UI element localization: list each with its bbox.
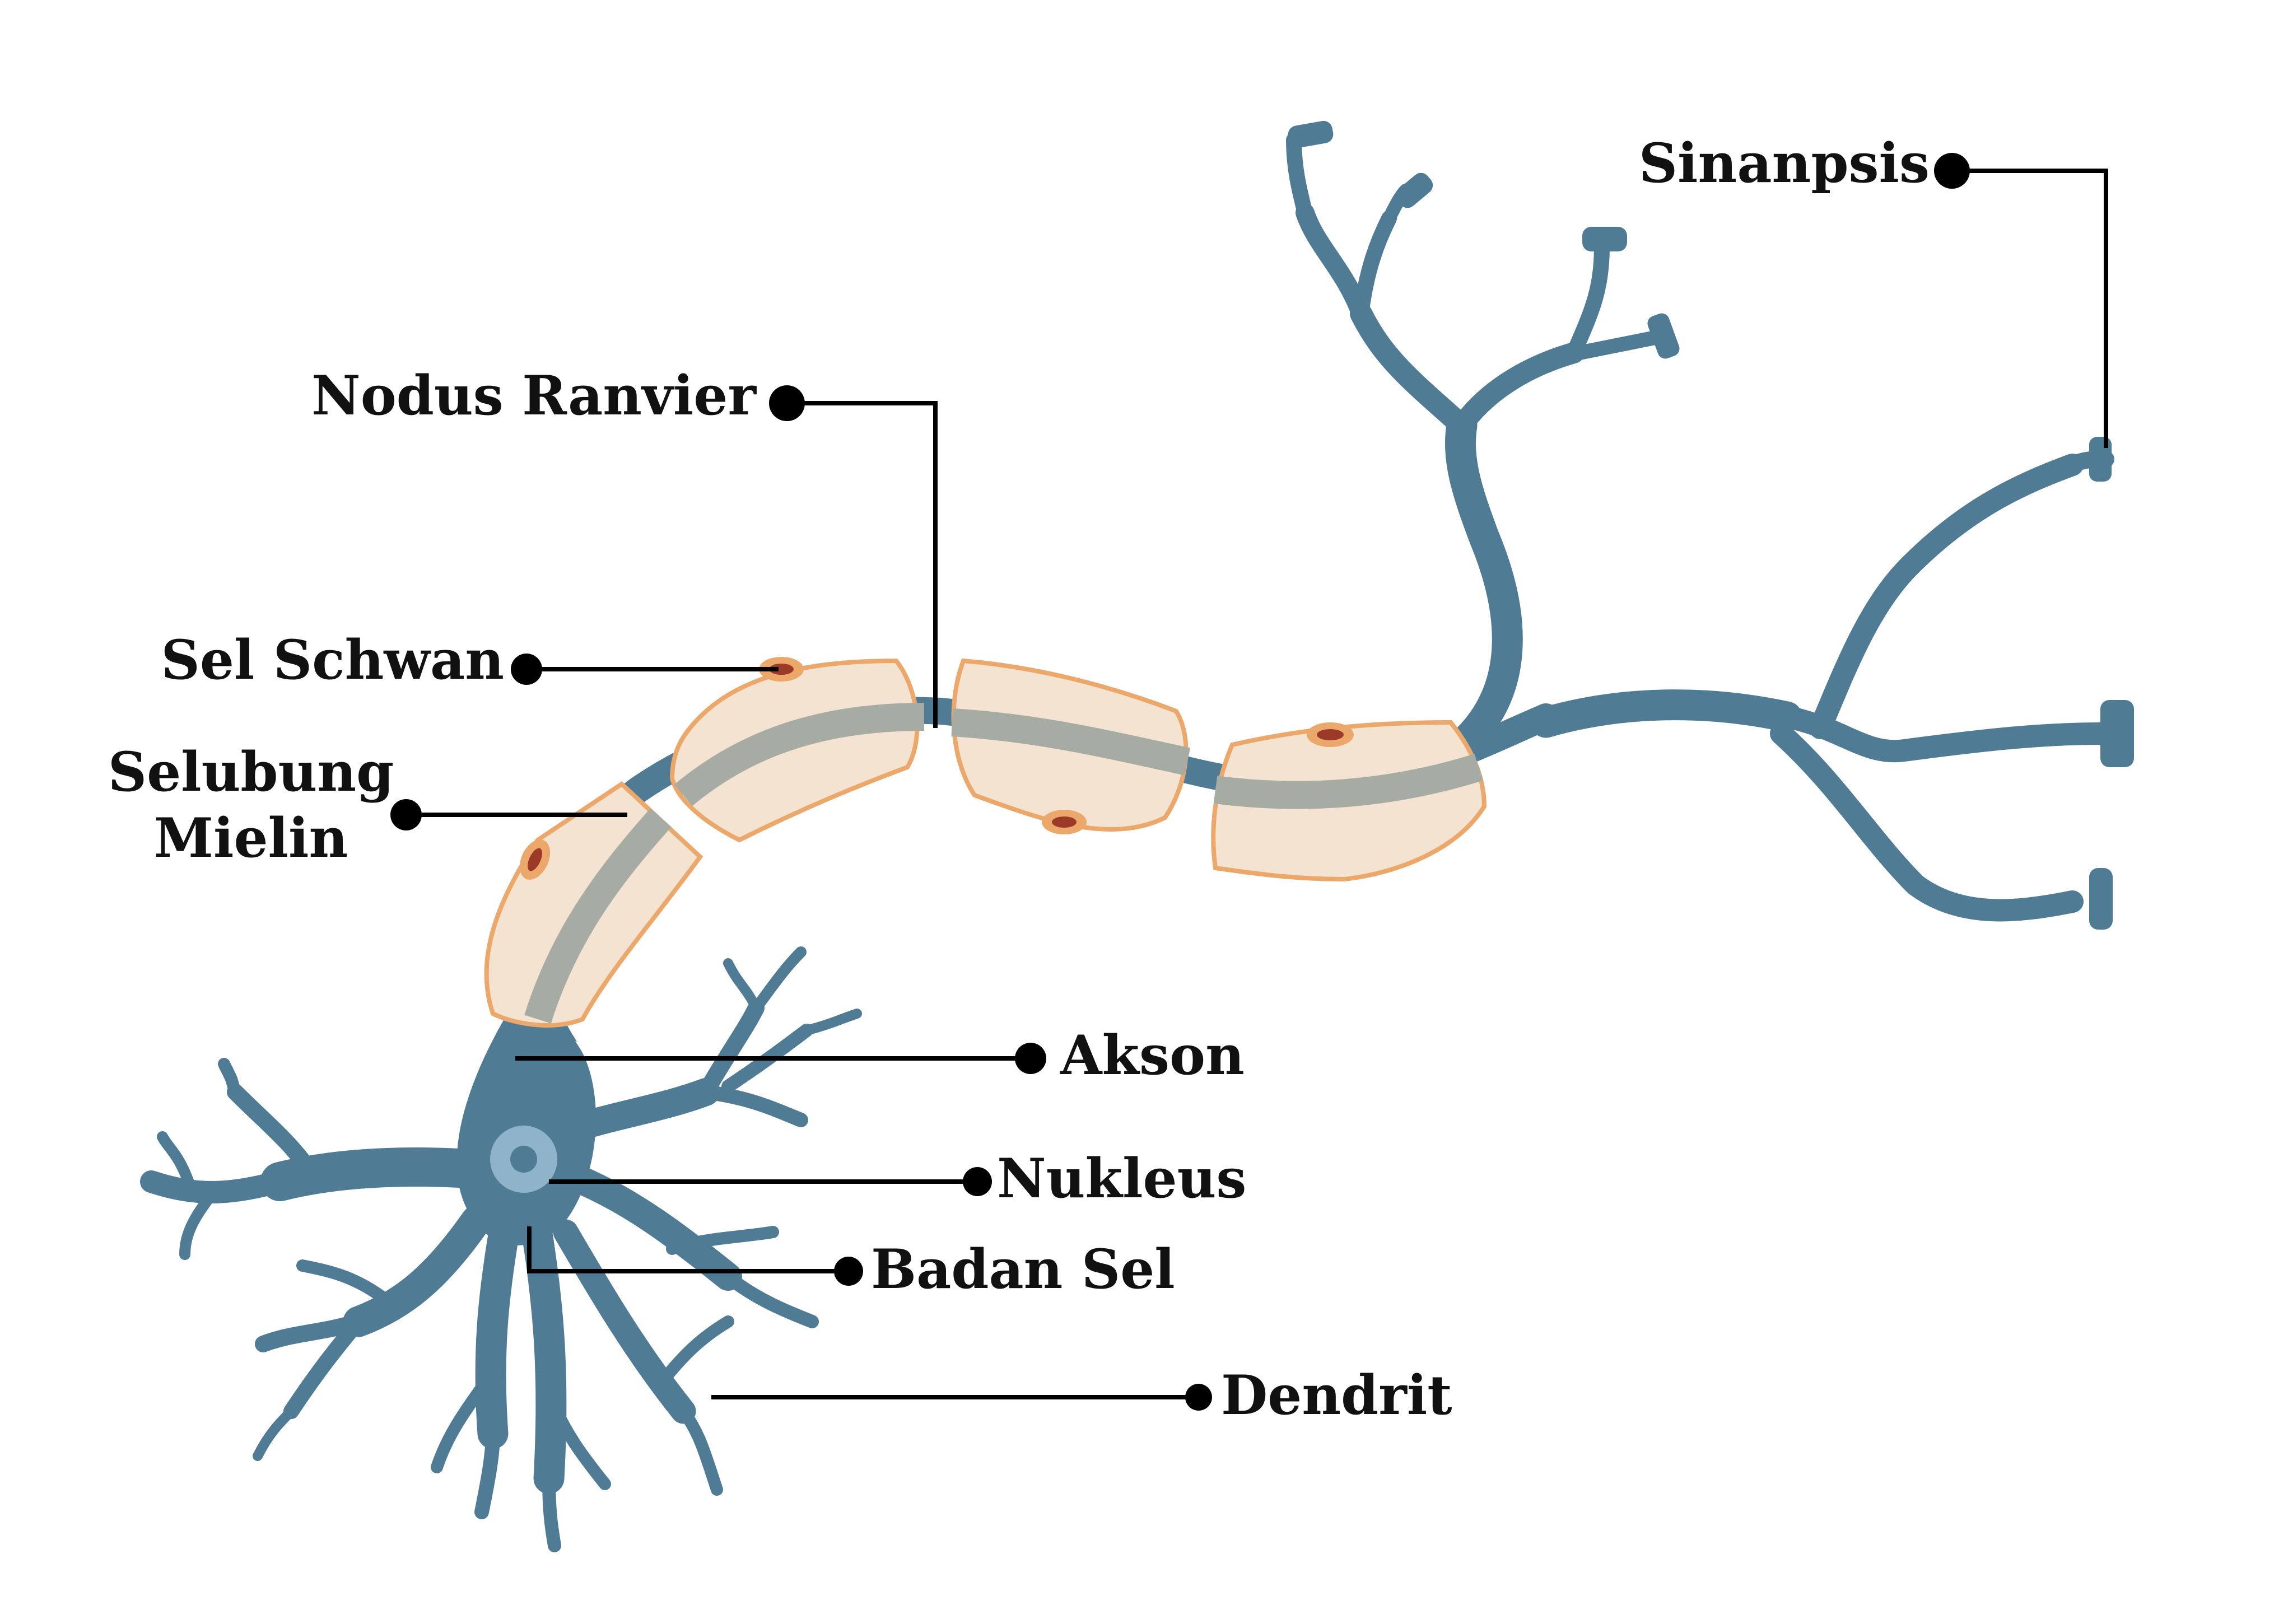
nodus-ranvier-leader (787, 401, 938, 728)
dendrit-dot (1185, 1384, 1212, 1411)
label-akson: Akson (1060, 1024, 1245, 1087)
badan-sel-dot (834, 1257, 863, 1286)
sinapsis-leader (1952, 169, 2108, 448)
nucleus (490, 1126, 557, 1193)
label-selubung-line1: Selubung (108, 740, 394, 804)
nodus-ranvier-dot (769, 385, 805, 421)
leader-lines (390, 153, 2108, 1411)
label-nukleus: Nukleus (997, 1147, 1246, 1210)
badan-sel-leader (527, 1226, 849, 1273)
label-badan-sel: Badan Sel (871, 1238, 1175, 1301)
label-dendrit: Dendrit (1221, 1364, 1452, 1427)
akson-dot (1015, 1043, 1046, 1074)
nukleus-dot (963, 1167, 992, 1196)
myelin-segment (1211, 720, 1487, 882)
axon-terminals (1286, 132, 2114, 922)
myelin-segment (951, 658, 1191, 834)
sel-schwan-dot (511, 654, 542, 685)
dendrites (140, 946, 862, 1552)
synaptic-knobs (1288, 120, 2134, 930)
label-selubung-line2: Mielin (154, 806, 348, 870)
selubung-mielin-dot (390, 799, 422, 830)
label-nodus-ranvier: Nodus Ranvier (311, 364, 757, 427)
sinapsis-dot (1934, 153, 1970, 189)
myelin-segment (484, 781, 703, 1028)
myelin-segment (669, 657, 925, 843)
myelin-sheath (484, 657, 1487, 1028)
label-sel-schwan: Sel Schwan (161, 628, 504, 692)
label-sinapsis: Sinanpsis (1639, 132, 1930, 195)
labels: Sinanpsis Nodus Ranvier Sel Schwan Selub… (108, 132, 1930, 1427)
